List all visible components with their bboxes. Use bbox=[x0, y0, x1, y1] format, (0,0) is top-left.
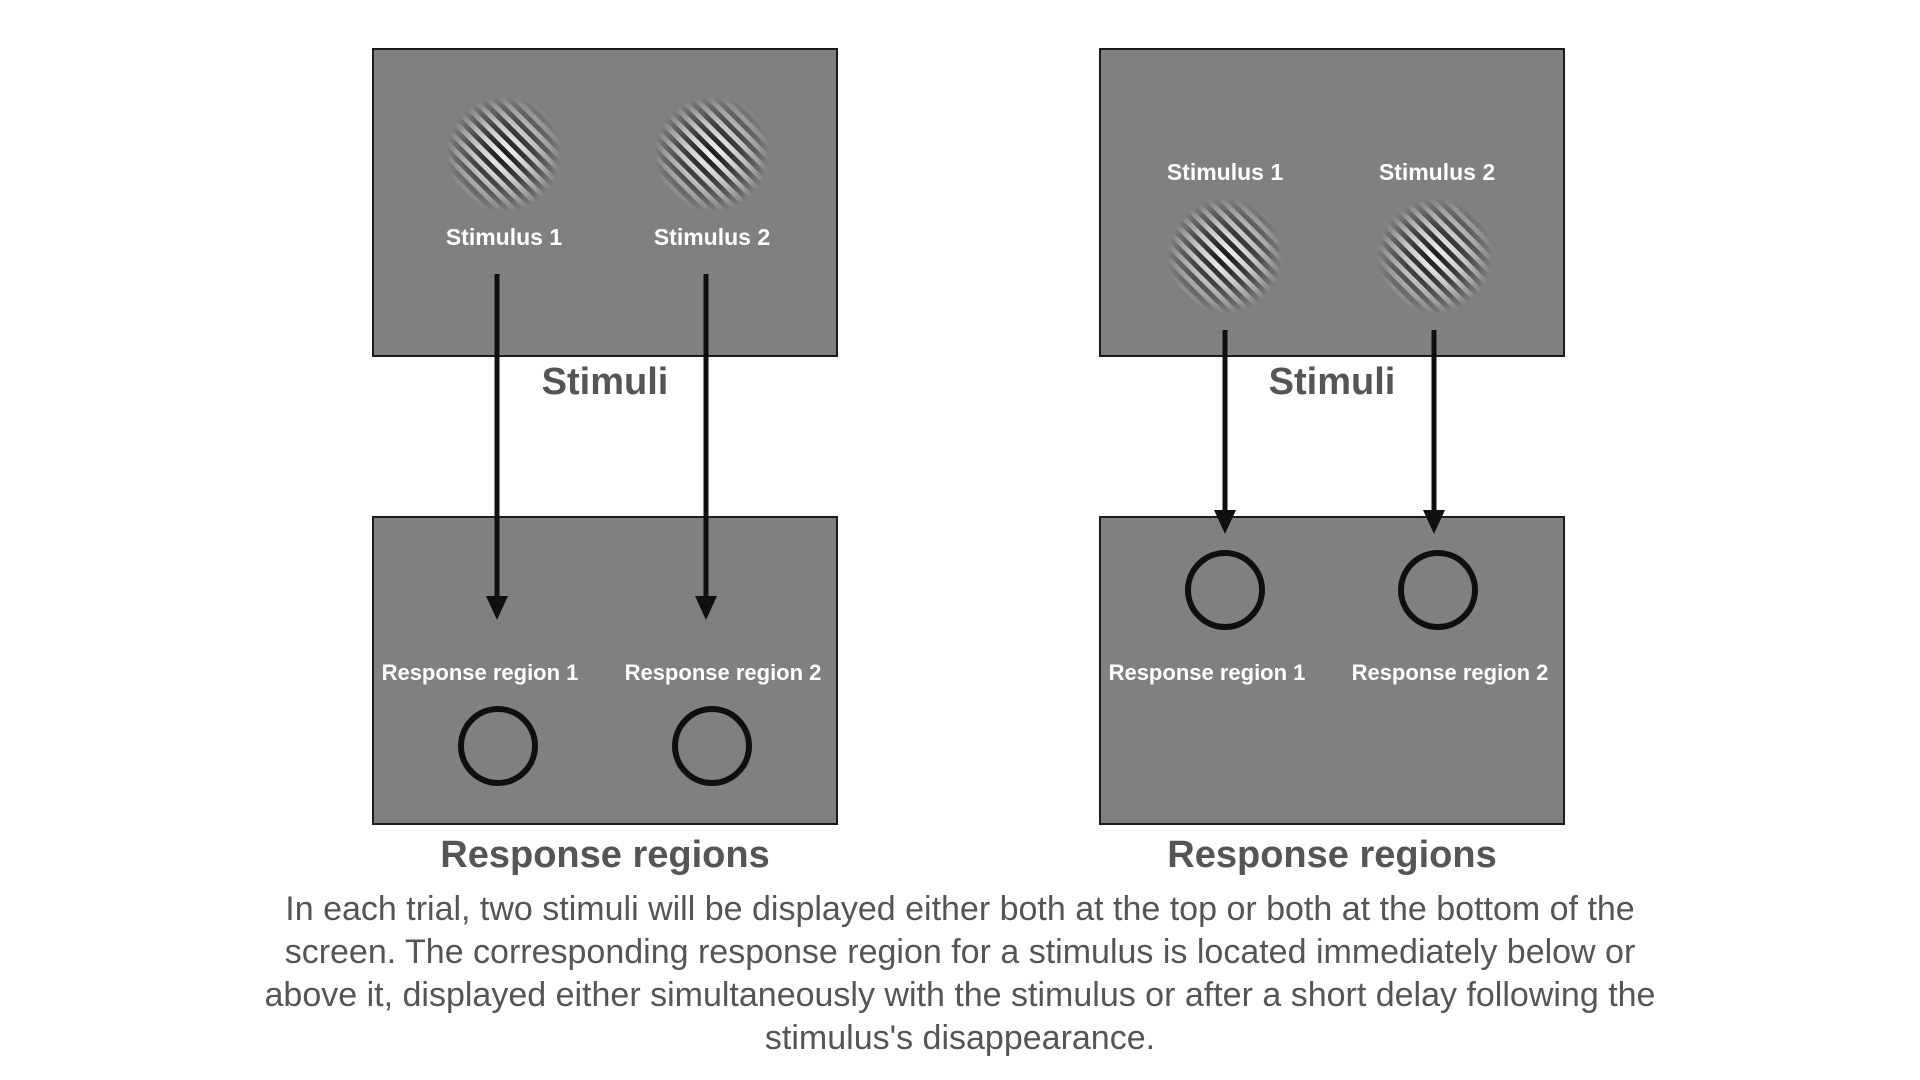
arrowhead-right-2 bbox=[1423, 510, 1445, 534]
stimulus-1-label: Stimulus 1 bbox=[445, 224, 563, 250]
response-region-1-label: Response region 1 bbox=[1108, 660, 1306, 685]
left-response-heading: Response regions bbox=[440, 834, 770, 876]
response-circle-2 bbox=[1398, 550, 1478, 630]
right-stimuli-panel: Stimulus 1 Stimulus 2 bbox=[1099, 48, 1565, 357]
right-stimuli-heading: Stimuli bbox=[1268, 361, 1396, 403]
left-stimuli-panel: Stimulus 1 Stimulus 2 bbox=[372, 48, 838, 357]
response-region-2-label: Response region 2 bbox=[1351, 660, 1549, 685]
left-response-panel: Response region 1 Response region 2 bbox=[372, 516, 838, 825]
stimulus-2-label: Stimulus 2 bbox=[653, 224, 771, 250]
gabor-stimulus-1 bbox=[1165, 196, 1285, 316]
arrowhead-right-1 bbox=[1214, 510, 1236, 534]
gabor-stimulus-2 bbox=[1375, 196, 1495, 316]
response-circle-1 bbox=[1185, 550, 1265, 630]
response-circle-2 bbox=[672, 706, 752, 786]
left-stimuli-heading: Stimuli bbox=[541, 361, 669, 403]
response-region-2-label: Response region 2 bbox=[624, 660, 822, 685]
stimulus-2-label: Stimulus 2 bbox=[1378, 159, 1496, 185]
gabor-stimulus-2 bbox=[652, 94, 772, 214]
gabor-stimulus-1 bbox=[444, 94, 564, 214]
right-response-heading: Response regions bbox=[1167, 834, 1497, 876]
response-region-1-label: Response region 1 bbox=[381, 660, 579, 685]
right-response-panel: Response region 1 Response region 2 bbox=[1099, 516, 1565, 825]
response-circle-1 bbox=[458, 706, 538, 786]
instruction-caption: In each trial, two stimuli will be displ… bbox=[264, 890, 1656, 1057]
arrowhead-left-1 bbox=[486, 596, 508, 620]
stimulus-1-label: Stimulus 1 bbox=[1166, 159, 1284, 185]
arrowhead-left-2 bbox=[695, 596, 717, 620]
